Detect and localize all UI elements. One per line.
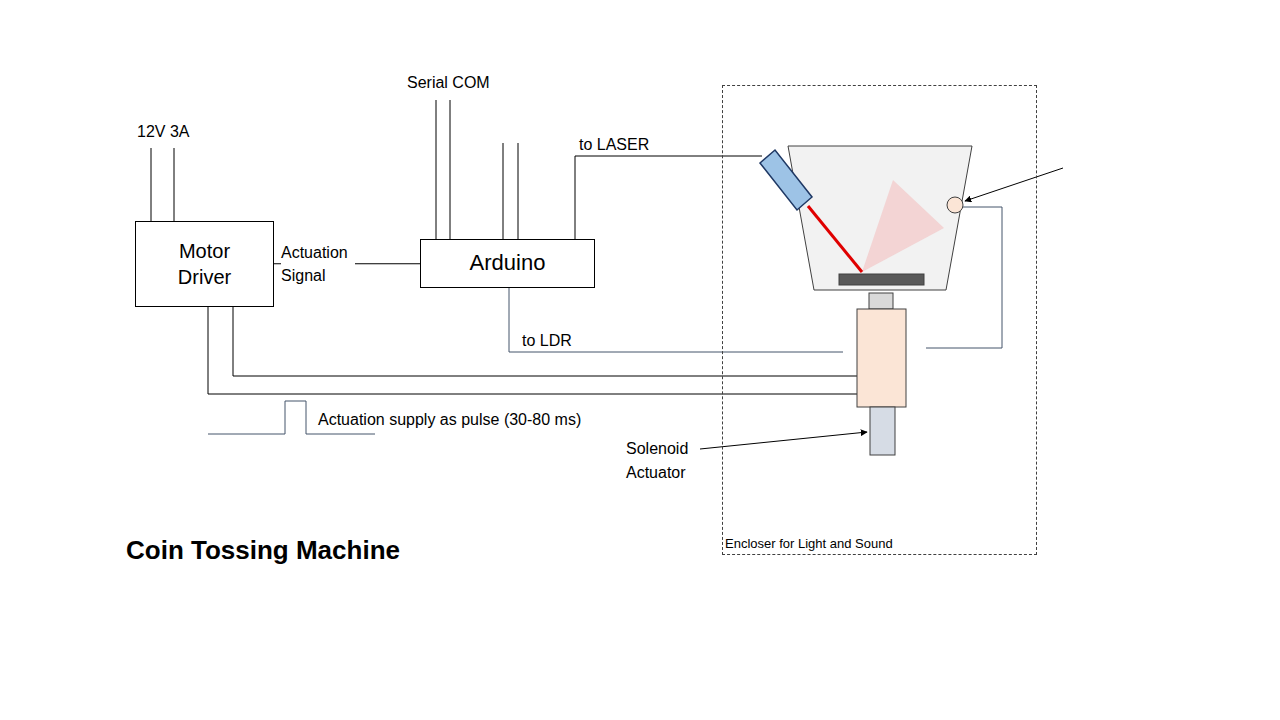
coin-cup <box>788 146 972 290</box>
controller-box: Arduino <box>420 239 595 288</box>
ldr-sensor <box>947 197 963 213</box>
enclosure-region: Encloser for Light and Sound <box>722 85 1037 555</box>
pin-wire <box>503 143 504 239</box>
serial-wire <box>450 100 451 239</box>
wire-label: to LDR <box>522 332 572 350</box>
solenoid-wire <box>208 307 857 394</box>
driver-box: Motor Driver <box>135 221 274 307</box>
part-name: Solenoid Actuator <box>626 437 696 485</box>
solenoid-wire <box>233 307 857 376</box>
laser-beam <box>808 206 862 272</box>
laser-wire <box>575 156 762 239</box>
node-text: Arduino <box>470 249 546 278</box>
power-rating: 12V 3A <box>137 123 189 141</box>
ldr-wire <box>509 288 843 352</box>
reflected-light <box>862 180 944 272</box>
wire-label: to LASER <box>579 136 649 154</box>
leader-line <box>700 432 867 449</box>
solenoid-plunger <box>869 293 893 309</box>
coin <box>839 274 924 285</box>
serial-wire <box>436 100 437 239</box>
pulse-note: Actuation supply as pulse (30-80 ms) <box>318 411 581 429</box>
solenoid-body <box>857 309 906 407</box>
pin-wire <box>518 143 519 239</box>
signal-name: Serial COM <box>407 74 490 92</box>
diagram-title: Coin Tossing Machine <box>126 536 400 566</box>
power-wire <box>174 148 175 221</box>
power-wire <box>151 148 152 221</box>
solenoid-shaft <box>870 407 895 455</box>
signal-label: Actuation Signal <box>281 241 355 287</box>
laser-module <box>760 150 812 210</box>
node-text: Motor Driver <box>165 238 245 290</box>
node-text: Encloser for Light and Sound <box>725 537 893 552</box>
ldr-pointer <box>965 168 1063 201</box>
